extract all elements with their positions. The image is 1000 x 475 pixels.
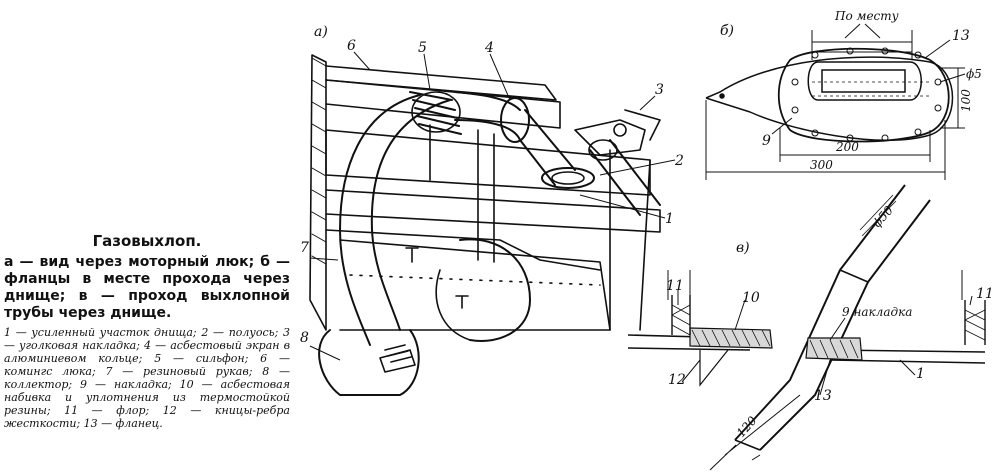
view-a-letter: а) bbox=[314, 24, 328, 40]
view-v-label-13: 13 bbox=[814, 388, 832, 404]
view-v-label-10: 10 bbox=[742, 290, 760, 306]
view-a-label-4: 4 bbox=[484, 40, 494, 56]
view-v-label-12: 12 bbox=[668, 372, 686, 388]
view-v-label-11-right: 11 bbox=[976, 286, 994, 302]
view-a-label-3: 3 bbox=[655, 82, 664, 98]
view-b-dim-100: 100 bbox=[959, 89, 973, 112]
view-v-drawing bbox=[627, 184, 986, 471]
view-a-drawing bbox=[309, 54, 661, 396]
view-b-label-13: 13 bbox=[952, 28, 970, 44]
view-b-label-9: 9 bbox=[762, 133, 771, 149]
view-v-label-1: 1 bbox=[916, 366, 925, 382]
view-v-letter: в) bbox=[736, 240, 750, 256]
view-b-dim-d5: ϕ5 bbox=[966, 67, 982, 81]
view-b-dim-200: 200 bbox=[835, 140, 859, 154]
view-a-label-6: 6 bbox=[347, 38, 356, 54]
figure-caption: Газовыхлоп. а — вид через моторный люк; … bbox=[4, 232, 290, 430]
view-b-dim-300: 300 bbox=[810, 158, 833, 172]
view-a-label-2: 2 bbox=[674, 153, 684, 169]
caption-views-legend: а — вид через моторный люк; б — фланцы в… bbox=[4, 254, 290, 321]
view-a-leader-lines bbox=[309, 51, 676, 361]
view-a-label-7: 7 bbox=[300, 240, 309, 256]
view-v-nakladka-label: 9 накладка bbox=[842, 305, 912, 319]
caption-parts-legend: 1 — усиленный участок днища; 2 — полуось… bbox=[4, 326, 290, 430]
view-b-po-mestu-label: По месту bbox=[834, 9, 899, 23]
view-b-letter: б) bbox=[720, 23, 734, 39]
view-v-label-11-left: 11 bbox=[666, 278, 684, 294]
caption-title: Газовыхлоп. bbox=[92, 232, 202, 250]
view-a-label-5: 5 bbox=[418, 40, 427, 56]
view-a-label-8: 8 bbox=[300, 330, 309, 346]
view-b-drawing bbox=[705, 23, 966, 180]
view-a-label-1: 1 bbox=[665, 211, 674, 227]
